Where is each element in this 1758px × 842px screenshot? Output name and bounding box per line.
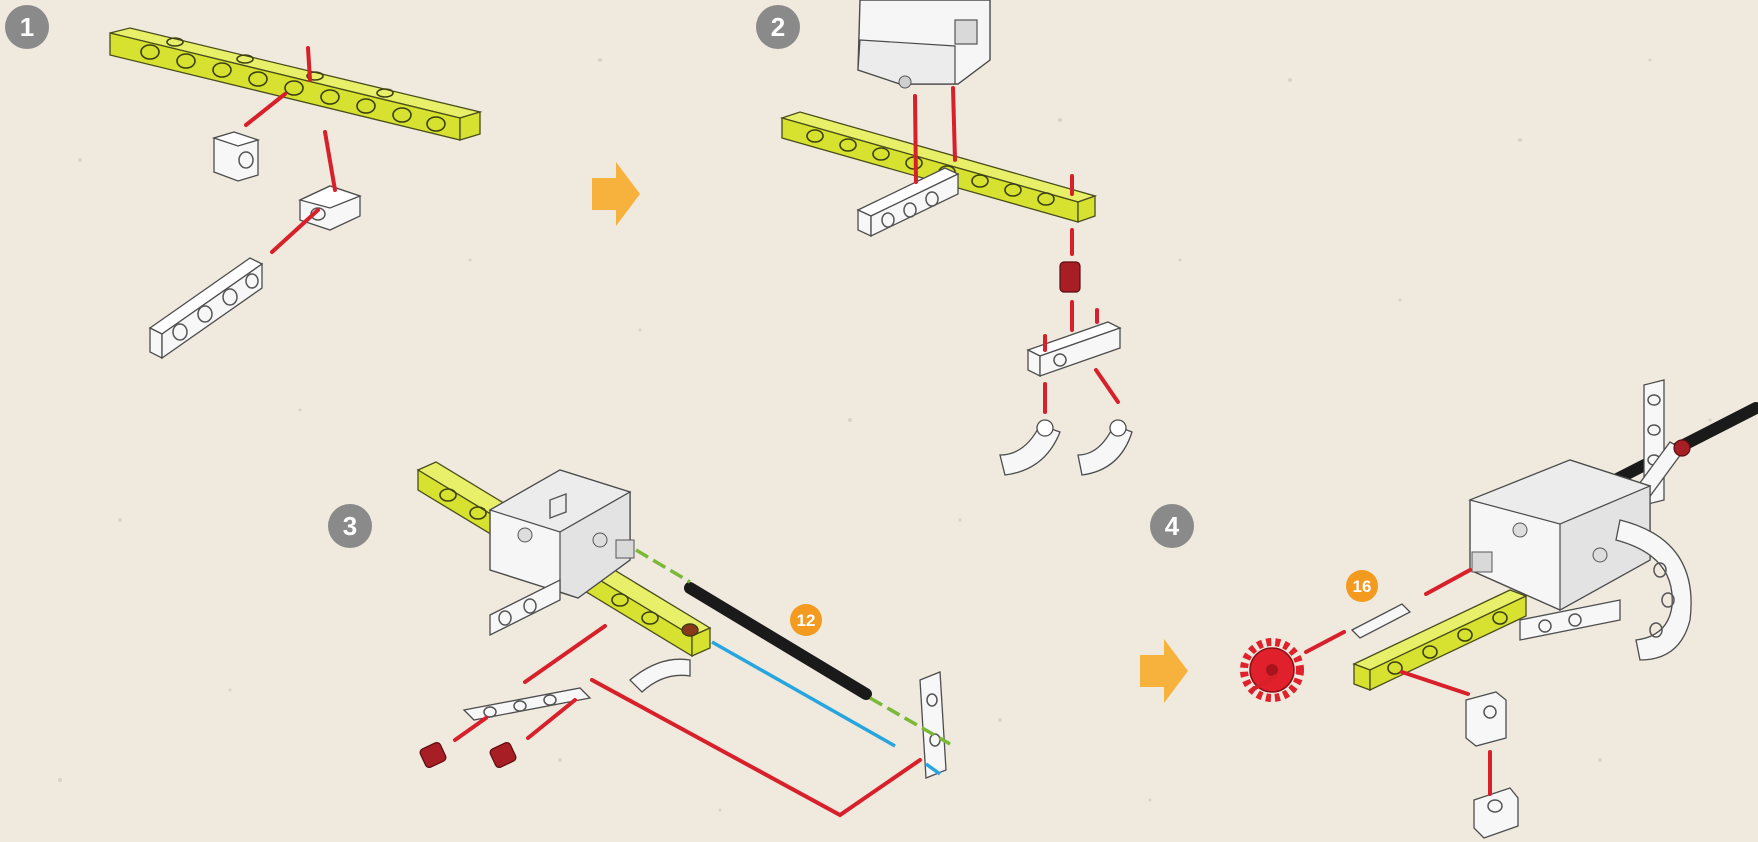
red-axle-pin <box>489 741 517 768</box>
white-curved-beam <box>1616 520 1691 660</box>
white-beam-5 <box>490 580 560 635</box>
white-axle-short <box>1352 604 1410 638</box>
white-cross-block <box>300 186 360 230</box>
step-1: 1 <box>5 5 480 358</box>
paper-texture <box>58 58 1712 812</box>
motor-module <box>858 0 990 88</box>
white-beam-5 <box>1520 600 1620 640</box>
guide-line-green <box>636 550 690 582</box>
step-3-number: 3 <box>343 511 357 541</box>
white-curved-beam <box>1078 420 1132 475</box>
guide-line <box>525 626 605 682</box>
red-axle-pin <box>1060 262 1080 292</box>
red-axle-pin <box>419 741 447 768</box>
white-beam-3 <box>1028 322 1120 376</box>
guide-line <box>455 718 486 740</box>
guide-line <box>1306 632 1344 652</box>
step-1-badge: 1 <box>5 5 49 49</box>
guide-line <box>1096 370 1118 402</box>
guide-line <box>325 132 335 190</box>
part-count-badge: 16 <box>1346 570 1378 602</box>
step-4-number: 4 <box>1165 511 1180 541</box>
yellow-beam-7 <box>1354 590 1526 690</box>
part-count-badge: 12 <box>790 604 822 636</box>
next-step-arrow-icon <box>592 162 640 226</box>
part-count-16: 16 <box>1353 577 1372 596</box>
white-angle-connector <box>1466 692 1506 746</box>
step-3-badge: 3 <box>328 504 372 548</box>
guide-line <box>272 210 318 252</box>
yellow-beam-11 <box>110 28 480 140</box>
white-curved-beam <box>630 659 690 692</box>
step-2: 2 <box>756 0 1132 475</box>
step-4: 4 <box>1150 380 1756 838</box>
step-1-number: 1 <box>20 12 34 42</box>
yellow-beam-11 <box>782 112 1095 222</box>
guide-line <box>953 88 955 160</box>
white-curved-beam <box>1000 420 1060 475</box>
white-beam-5 <box>858 168 958 236</box>
step-2-badge: 2 <box>756 5 800 49</box>
step-2-number: 2 <box>771 12 785 42</box>
white-angle-connector <box>214 132 258 181</box>
next-step-arrow-icon <box>1140 639 1188 703</box>
step-3: 3 <box>328 462 950 815</box>
white-cross-block <box>1474 788 1518 838</box>
guide-line <box>308 48 310 80</box>
white-axle-connector <box>920 672 946 778</box>
guide-line <box>1402 672 1468 694</box>
guide-line <box>1426 570 1470 594</box>
guide-line <box>246 94 285 125</box>
white-beam-5 <box>150 258 262 358</box>
part-count-12: 12 <box>797 611 816 630</box>
guide-line <box>915 96 916 182</box>
step-4-badge: 4 <box>1150 504 1194 548</box>
